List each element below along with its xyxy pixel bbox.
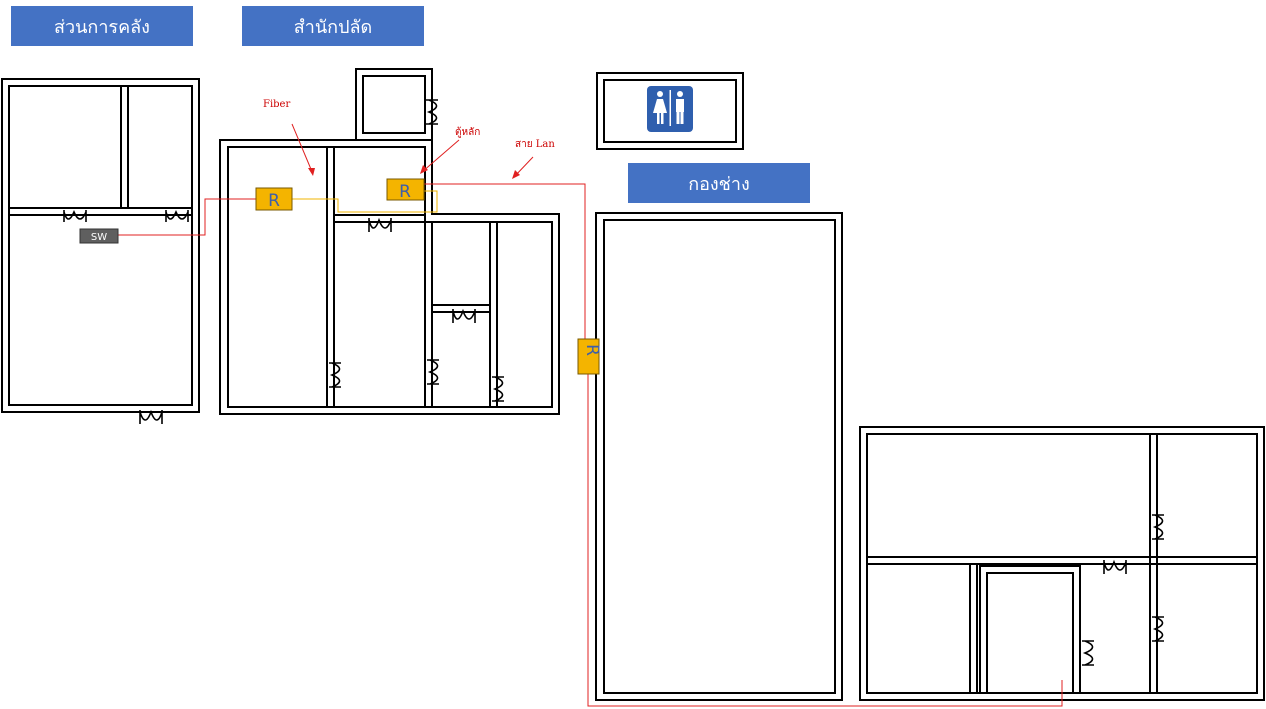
door (139, 409, 163, 424)
lan-cable (587, 374, 1063, 707)
annotation-fiber: Fiber (263, 99, 290, 110)
header-treasury: ส่วนการคลัง (11, 6, 193, 46)
restroom-icon (647, 86, 693, 132)
switch-treasury[interactable]: SW (79, 228, 119, 244)
building-treasury (1, 78, 200, 424)
fiber-cable (292, 190, 438, 213)
building-restroom (596, 72, 744, 150)
switch-label: SW (91, 232, 107, 243)
door (63, 209, 87, 222)
header-engineering: กองช่าง (628, 163, 810, 203)
restroom-inner-wall (603, 79, 737, 143)
annex-inner-room (979, 565, 1081, 693)
door (329, 362, 341, 388)
router-main-cabinet[interactable]: R (386, 178, 425, 202)
router-clerk-left[interactable]: R (255, 187, 293, 211)
engineering-inner-wall (603, 219, 836, 694)
treasury-outer-wall (1, 78, 200, 413)
door (368, 217, 392, 232)
arrow (291, 123, 314, 175)
door (426, 99, 438, 125)
annex-inner-room (986, 572, 1074, 693)
arrow-head (420, 165, 428, 174)
router-label: R (268, 191, 280, 211)
router-label: R (582, 344, 602, 356)
building-clerk-office (219, 68, 560, 415)
treasury-inner-wall (8, 85, 193, 406)
header-clerk-office: สำนักปลัด (242, 6, 424, 46)
router-label: R (399, 182, 411, 202)
arrow-head (512, 170, 520, 179)
door (1152, 514, 1164, 540)
router-engineering[interactable]: R (577, 338, 602, 375)
arrow-head (308, 168, 315, 176)
top-room-outer-wall (355, 68, 433, 141)
restroom-outer-wall (596, 72, 744, 150)
door (452, 308, 476, 323)
annotation-lan-cable: สาย Lan (515, 139, 555, 150)
lan-cable (424, 183, 586, 340)
door (1103, 559, 1127, 574)
engineering-outer-wall (595, 212, 843, 701)
building-annex (859, 426, 1265, 701)
arrow (421, 139, 460, 173)
annotation-main-cabinet: ตู้หลัก (455, 126, 480, 138)
door (492, 376, 504, 402)
top-room-inner-wall (362, 75, 426, 134)
door (165, 209, 189, 222)
door (427, 359, 439, 385)
building-engineering (595, 212, 843, 701)
lan-cable (118, 198, 256, 236)
door (1082, 640, 1094, 666)
door (1152, 616, 1164, 642)
